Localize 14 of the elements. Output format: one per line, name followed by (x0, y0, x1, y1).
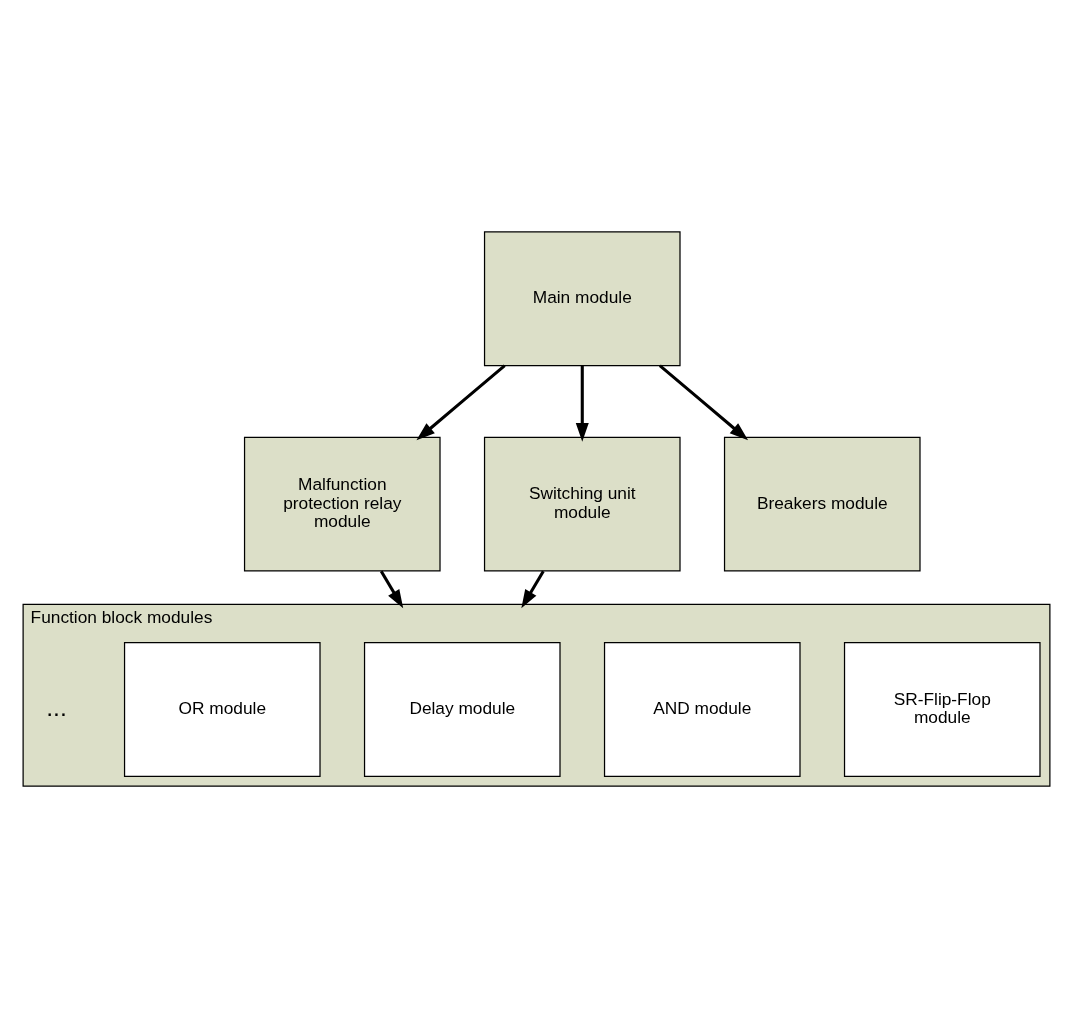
label: ... (46, 693, 67, 721)
node-box: OR module (123, 642, 321, 777)
arrow (658, 364, 749, 441)
arrow (521, 570, 545, 609)
node-box: Breakers module (723, 436, 921, 572)
node-box: Delay module (363, 642, 561, 777)
arrow (379, 570, 404, 609)
node-box: Switching unit module (483, 436, 681, 572)
arrow (575, 365, 589, 442)
arrow (416, 364, 506, 441)
node-box: Malfunction protection relay module (243, 436, 441, 572)
node-box: AND module (603, 642, 801, 777)
node-box: Main module (483, 231, 681, 367)
node-box: SR-Flip-Flop module (843, 642, 1041, 777)
